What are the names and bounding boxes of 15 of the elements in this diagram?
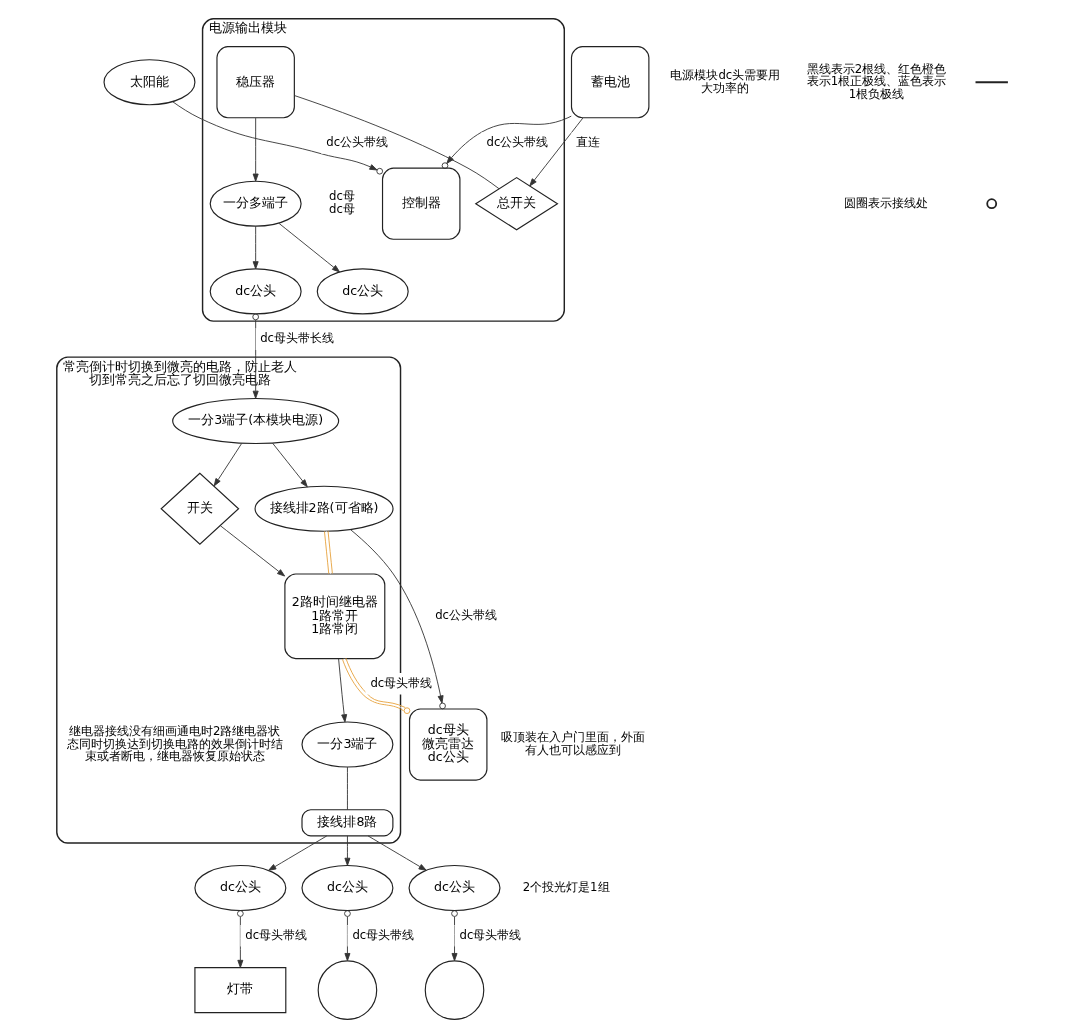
- node-label: dc母: [329, 189, 355, 204]
- label: 2个投光灯是1组: [522, 880, 610, 895]
- edge-label: dc母头带长线: [260, 331, 335, 346]
- node-label: dc母: [329, 202, 355, 217]
- legend-label: 黑线表示2根线、红色橙色表示1根正极线、蓝色表示1根负极线: [806, 61, 947, 101]
- edge-label: dc母头带线: [459, 927, 522, 942]
- edge-label: dc公头带线: [326, 135, 389, 150]
- label: 电源模块dc头需要用大功率的: [670, 68, 781, 95]
- node-label: 吸顶装在入户门里面，外面有人也可以感应到: [501, 730, 646, 757]
- edge-label: 直连: [575, 135, 600, 150]
- edge-label: dc公头带线: [435, 608, 498, 623]
- edge-label: dc母头带线: [352, 927, 415, 942]
- legend-label: 圆圈表示接线处: [844, 195, 929, 210]
- edge-label: dc母头带线: [245, 927, 308, 942]
- edge-label: dc公头带线: [486, 135, 549, 150]
